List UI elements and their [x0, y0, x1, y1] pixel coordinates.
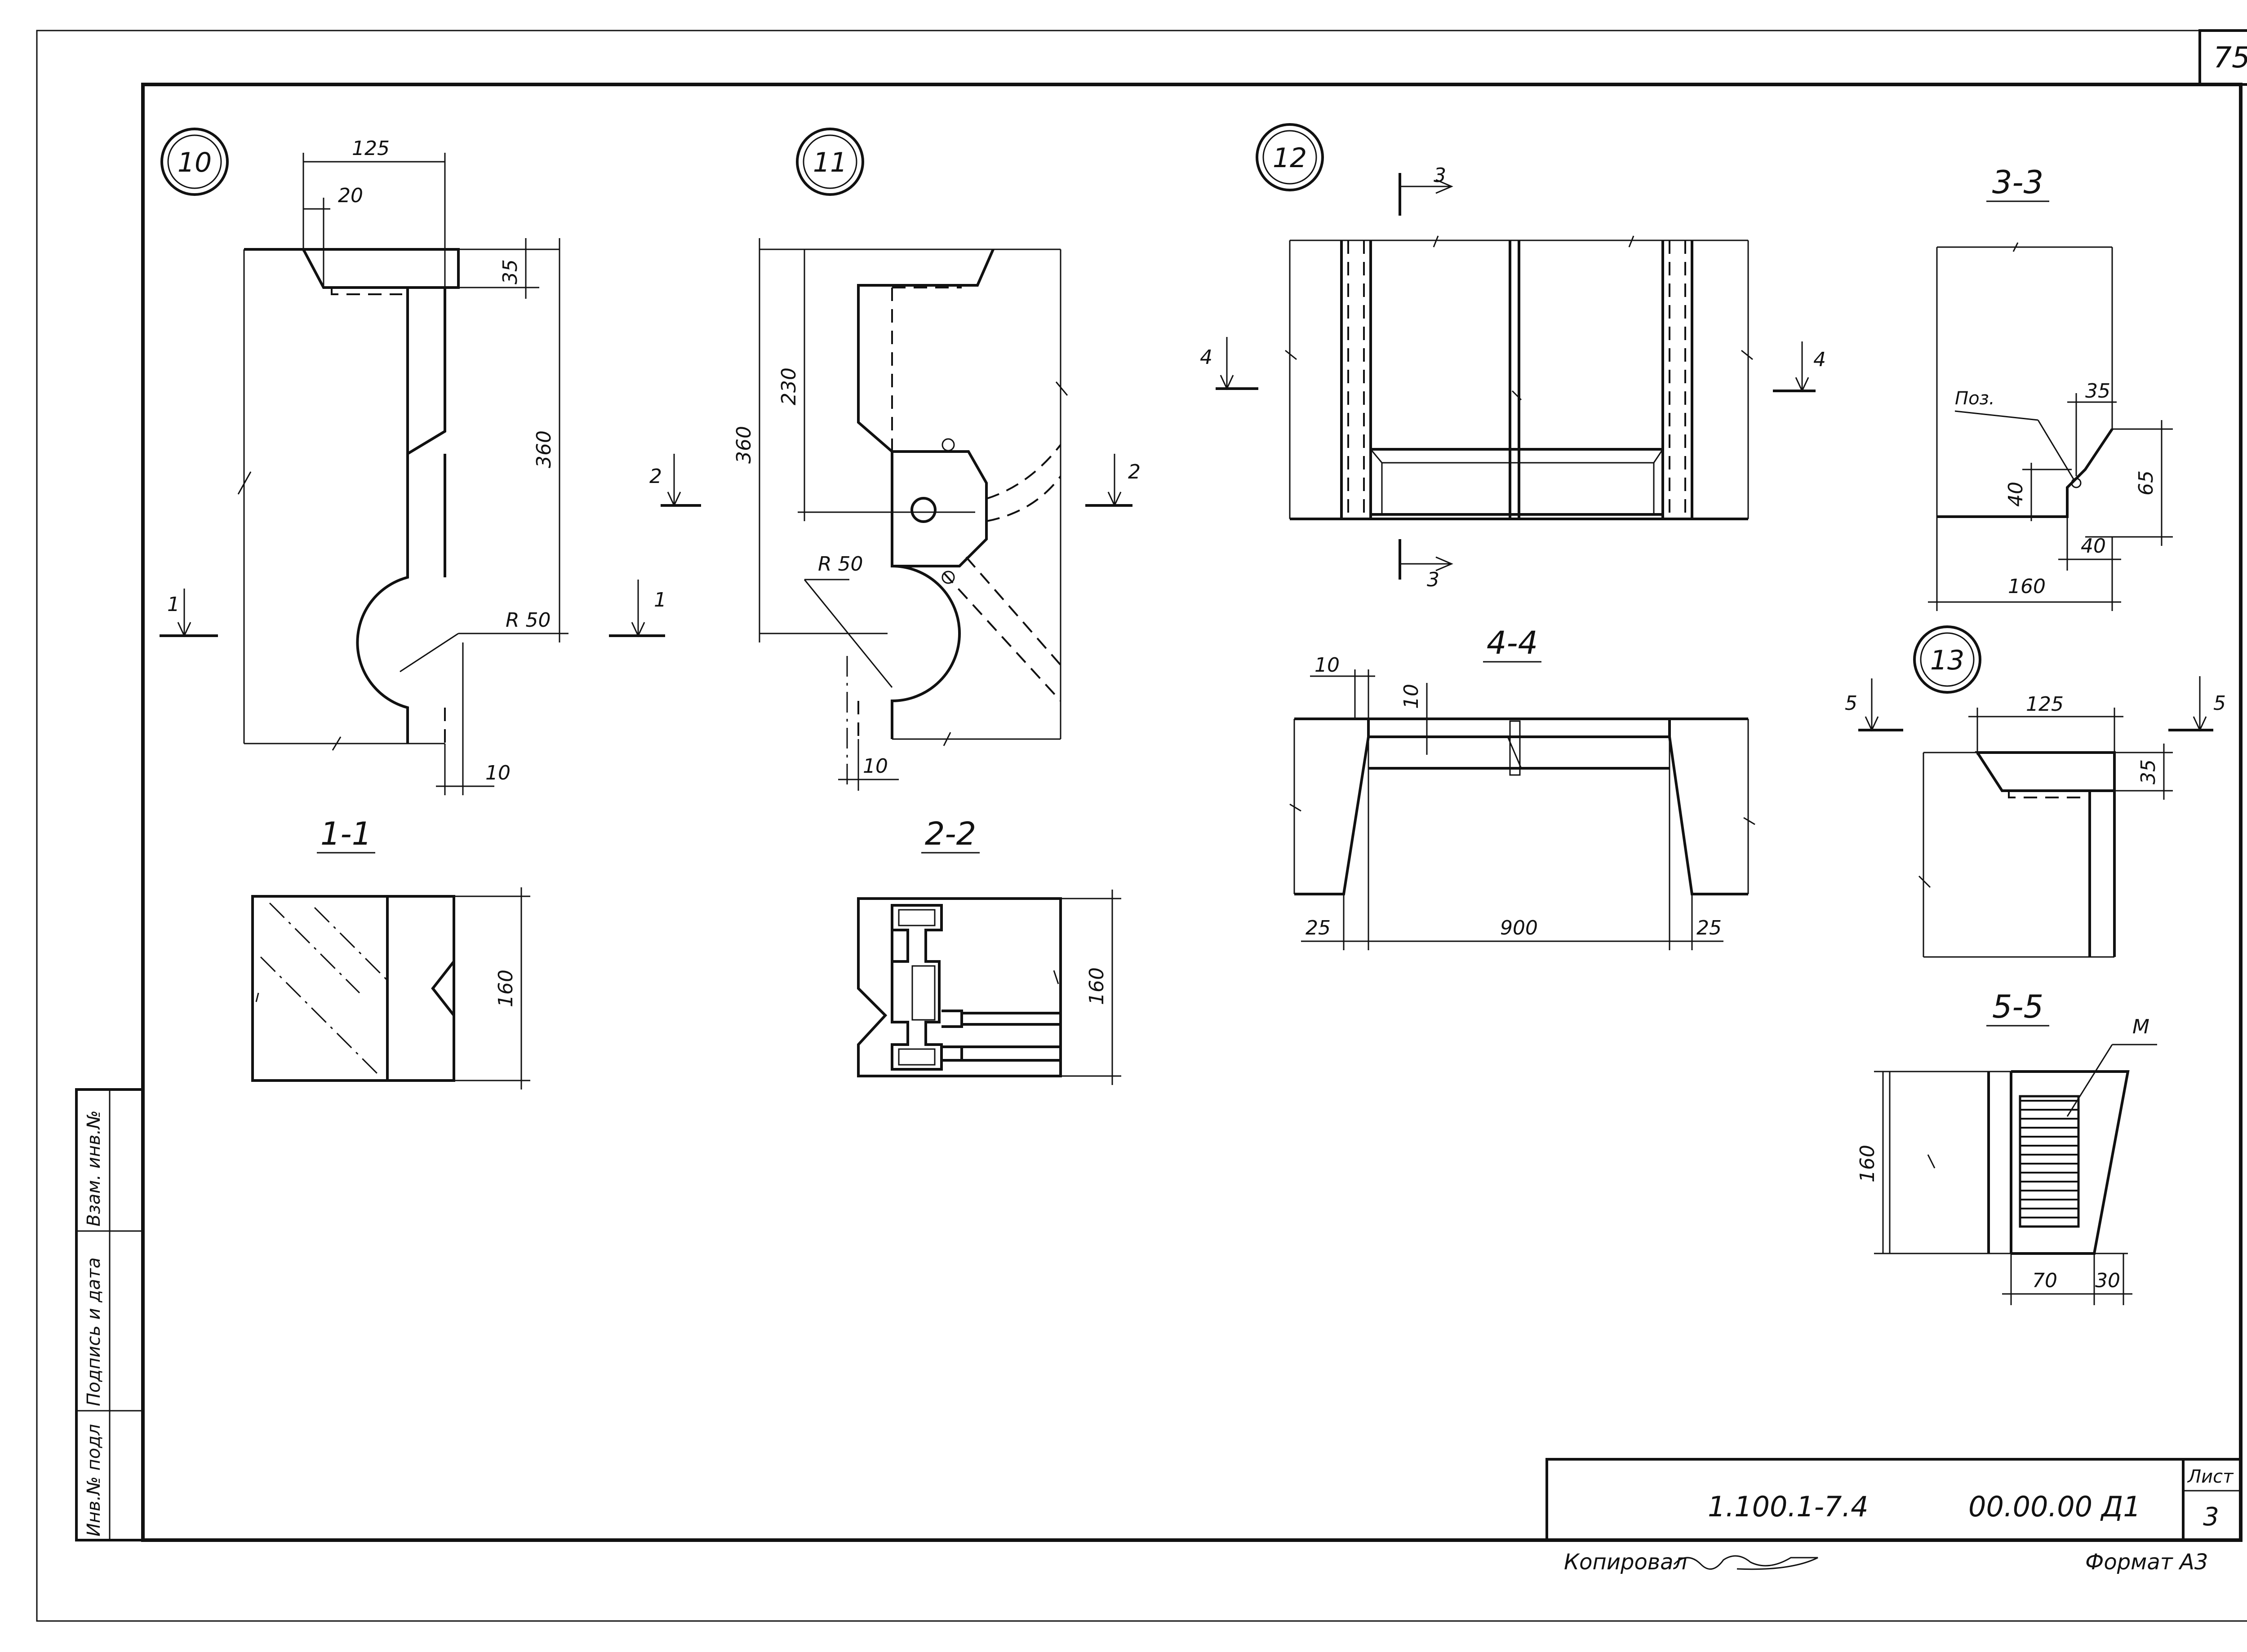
- detail-11-number: 11: [813, 147, 847, 178]
- label-m: М: [2132, 1015, 2149, 1038]
- copier-signature: [1673, 1555, 1818, 1570]
- cut-2-left: 2: [649, 465, 662, 488]
- cut-1-right: 1: [654, 589, 666, 611]
- cut-5-left: 5: [1845, 692, 1857, 715]
- dim-30: 30: [2095, 1269, 2120, 1292]
- dim-20: 20: [338, 184, 363, 207]
- section-2-2: 2-2 160: [857, 815, 1121, 1085]
- cut-3-top: 3: [1434, 164, 1446, 187]
- dim-360-b: 360: [733, 426, 755, 464]
- detail-10-number: 10: [178, 147, 212, 178]
- detail-10: 10 125 20 35 360 R 50 10: [160, 128, 666, 795]
- label-poz: Поз.: [1955, 388, 1995, 409]
- sheet-label: Лист: [2187, 1466, 2234, 1487]
- dim-160-b: 160: [1085, 967, 1108, 1005]
- stamp-inv-podl: Инв.№ подл: [84, 1424, 104, 1537]
- detail-13: 13 125 35 5 5: [1845, 625, 2226, 958]
- dim-10: 10: [485, 762, 511, 784]
- stamp-signature-date: Подпись и дата: [84, 1258, 104, 1406]
- detail-12-number: 12: [1273, 142, 1307, 174]
- section-4-4: 4-4 10 10 25 900 25: [1289, 624, 1755, 950]
- dim-160-a: 160: [494, 970, 517, 1007]
- inner-frame: [141, 83, 2243, 1542]
- dim-125: 125: [352, 137, 390, 160]
- dim-160-d: 160: [1856, 1145, 1879, 1183]
- section-4-4-title: 4-4: [1487, 624, 1538, 661]
- copied-label: Копировал: [1564, 1550, 1687, 1575]
- sheet-number: 3: [2203, 1502, 2219, 1532]
- detail-13-number: 13: [1930, 645, 1964, 676]
- cut-3-bottom: 3: [1427, 568, 1439, 591]
- detail-12: 12 3 3 4: [1200, 123, 1826, 591]
- section-2-2-title: 2-2: [925, 815, 976, 852]
- cut-5-right: 5: [2213, 692, 2226, 715]
- section-1-1: 1-1 160: [251, 815, 530, 1090]
- detail-11: 11 360 230 R 50 10: [649, 128, 1141, 791]
- section-3-3-title: 3-3: [1992, 164, 2043, 201]
- dim-25-b: 25: [1696, 917, 1722, 939]
- title-block: 1.100.1-7.4 00.00.00 Д1 Лист 3 Копировал…: [1545, 1458, 2242, 1575]
- dim-40-b: 40: [2081, 535, 2106, 558]
- designation: 1.100.1-7.4: [1708, 1490, 1869, 1523]
- cut-2-right: 2: [1128, 461, 1141, 483]
- dim-125-b: 125: [2026, 693, 2064, 716]
- dim-230: 230: [777, 368, 800, 405]
- dim-360: 360: [533, 430, 555, 468]
- outer-frame: [36, 30, 2247, 1622]
- cut-4-right: 4: [1813, 348, 1826, 371]
- dim-35: 35: [499, 259, 522, 284]
- dim-70: 70: [2032, 1269, 2057, 1292]
- page-number: 75: [2213, 41, 2247, 75]
- cut-4-left: 4: [1200, 346, 1212, 369]
- hatched-plate: [2019, 1095, 2080, 1228]
- section-5-5-title: 5-5: [1992, 988, 2043, 1025]
- dim-r50-b: R 50: [818, 553, 863, 576]
- dim-35-c: 35: [2137, 759, 2160, 784]
- dim-25-a: 25: [1306, 917, 1331, 939]
- section-3-3: 3-3 Поз. 35 65 40 40 160: [1928, 164, 2173, 611]
- dim-900: 900: [1500, 917, 1538, 939]
- dim-10-c: 10: [1314, 654, 1340, 677]
- format-label: Формат А3: [2085, 1550, 2208, 1575]
- section-5-5: 5-5 М 160 70 30: [1856, 988, 2157, 1305]
- dim-r50: R 50: [506, 609, 551, 632]
- dim-35-b: 35: [2085, 380, 2110, 403]
- dim-10-d: 10: [1400, 684, 1423, 709]
- dim-160-c: 160: [2008, 575, 2046, 598]
- cut-1-left: 1: [167, 593, 180, 616]
- document-code: 00.00.00 Д1: [1968, 1490, 2141, 1523]
- page-number-box: 75: [2198, 29, 2247, 86]
- dim-65: 65: [2135, 470, 2158, 496]
- stamp-vzam-inv: Взам. инв.№: [84, 1110, 104, 1227]
- side-stamp: Инв.№ подл Подпись и дата Взам. инв.№: [75, 1088, 144, 1541]
- dim-40-a: 40: [2004, 482, 2027, 507]
- dim-10-b: 10: [863, 755, 888, 778]
- section-1-1-title: 1-1: [320, 815, 372, 852]
